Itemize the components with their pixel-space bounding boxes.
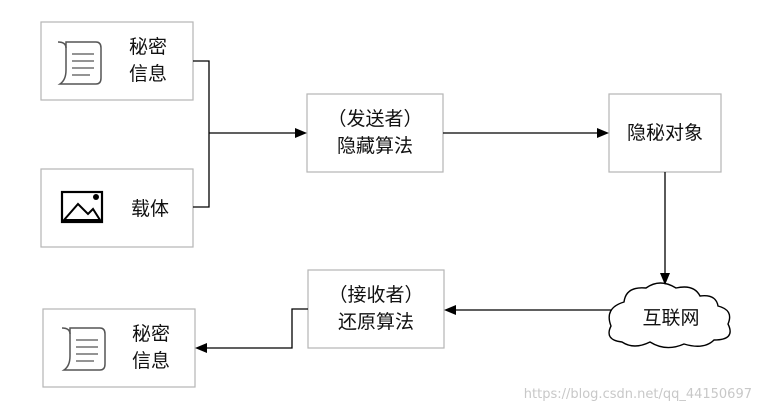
carrier-node: 载体 [40,168,194,248]
secret-info-output-line2: 信息 [132,350,170,372]
watermark-text: https://blog.csdn.net/qq_44150697 [524,387,752,402]
scroll-document-icon [57,41,102,85]
embedding-algorithm-node: （发送者） 隐藏算法 [306,93,444,173]
extraction-algorithm-node: （接收者） 还原算法 [307,269,445,349]
secret-info-output-line1: 秘密 [132,323,170,345]
edge-extraction-to-output [195,308,308,353]
secret-info-input-line1: 秘密 [129,36,167,58]
embedding-algorithm-line1: （发送者） [327,108,422,130]
image-picture-icon [60,190,104,224]
extraction-algorithm-line1: （接收者） [328,284,423,306]
internet-label: 互联网 [642,307,699,329]
secret-info-input-line2: 信息 [129,63,167,85]
edge-internet-to-extraction [444,305,612,315]
extraction-algorithm-line2: 还原算法 [338,311,414,333]
edge-embedding-to-stego [443,128,609,138]
embedding-algorithm-line2: 隐藏算法 [337,135,413,157]
stego-object-node: 隐秘对象 [608,93,722,173]
scroll-document-icon [61,327,106,371]
edge-stego-to-internet [660,172,670,285]
carrier-label: 载体 [131,198,169,220]
secret-info-output-node: 秘密 信息 [42,308,196,388]
internet-node: 互联网 [608,282,731,349]
secret-info-input-node: 秘密 信息 [40,21,194,101]
edge-inputs-to-embedding [193,60,307,208]
stego-object-label: 隐秘对象 [627,122,703,144]
cloud-icon [608,282,731,349]
